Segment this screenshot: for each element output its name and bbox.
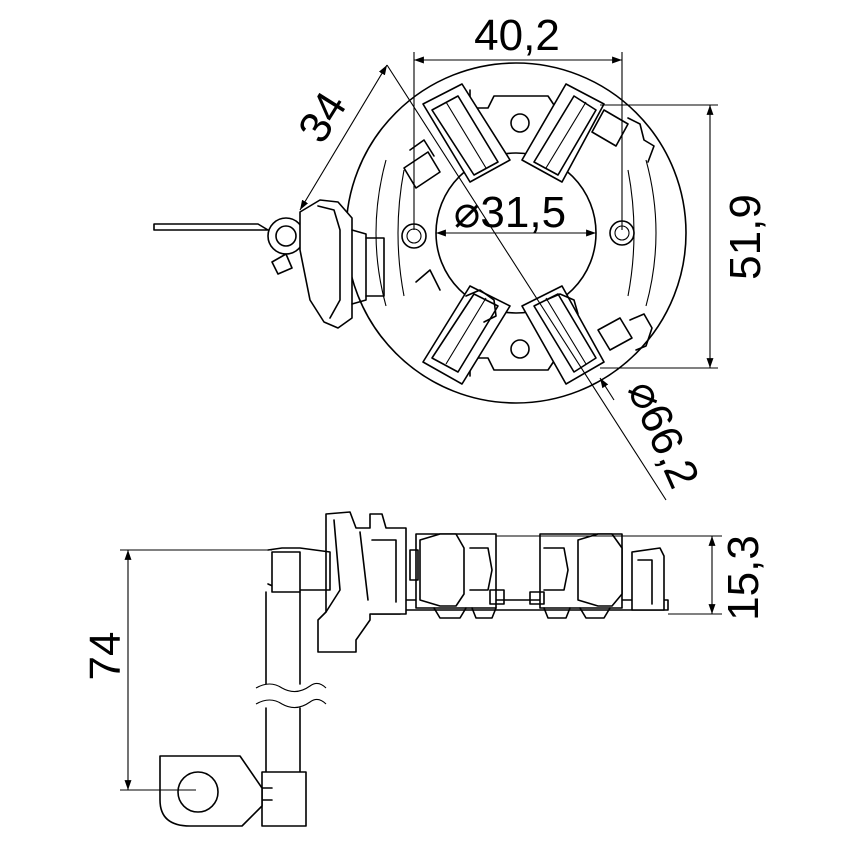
outer-dia-leader — [386, 64, 667, 501]
dimension-31-5: ⌀31,5 — [436, 188, 596, 237]
ring-lug — [159, 755, 263, 827]
brush-left-side — [409, 533, 505, 619]
brush-box-top-left — [403, 83, 511, 189]
dimension-66-2: ⌀66,2 — [599, 373, 708, 495]
dimension-74: 74 — [81, 549, 272, 791]
dim-label-outer-dia: ⌀66,2 — [618, 373, 708, 495]
dim-label-height-right: 51,9 — [721, 194, 770, 280]
top-view — [153, 62, 687, 501]
side-view — [159, 511, 669, 827]
dimension-40-2: 40,2 — [413, 11, 623, 230]
plate-inner-contour — [375, 159, 657, 307]
dim-label-lead-length: 74 — [81, 632, 130, 681]
dimension-51-9: 51,9 — [600, 104, 770, 369]
left-connector — [153, 199, 385, 329]
dim-label-side-height: 15,3 — [719, 535, 768, 621]
mount-hole-left-inner — [406, 228, 422, 244]
brush-right-side — [529, 533, 665, 619]
dim-label-width-top: 40,2 — [474, 11, 560, 60]
dim-label-diag: 34 — [289, 84, 356, 151]
brush-box-bottom-right — [521, 285, 653, 385]
pin-hole-top — [510, 113, 530, 133]
brush-box-bottom-left — [415, 269, 511, 385]
dimension-15-3: 15,3 — [496, 535, 768, 621]
terminal-lead — [159, 547, 331, 827]
brush-box-top-right — [521, 83, 655, 183]
pin-hole-bottom — [510, 339, 530, 359]
dimension-34: 34 — [289, 64, 388, 211]
left-housing — [317, 511, 407, 653]
dim-label-inner-dia: ⌀31,5 — [454, 188, 566, 237]
ring-lug-hole — [177, 771, 219, 813]
